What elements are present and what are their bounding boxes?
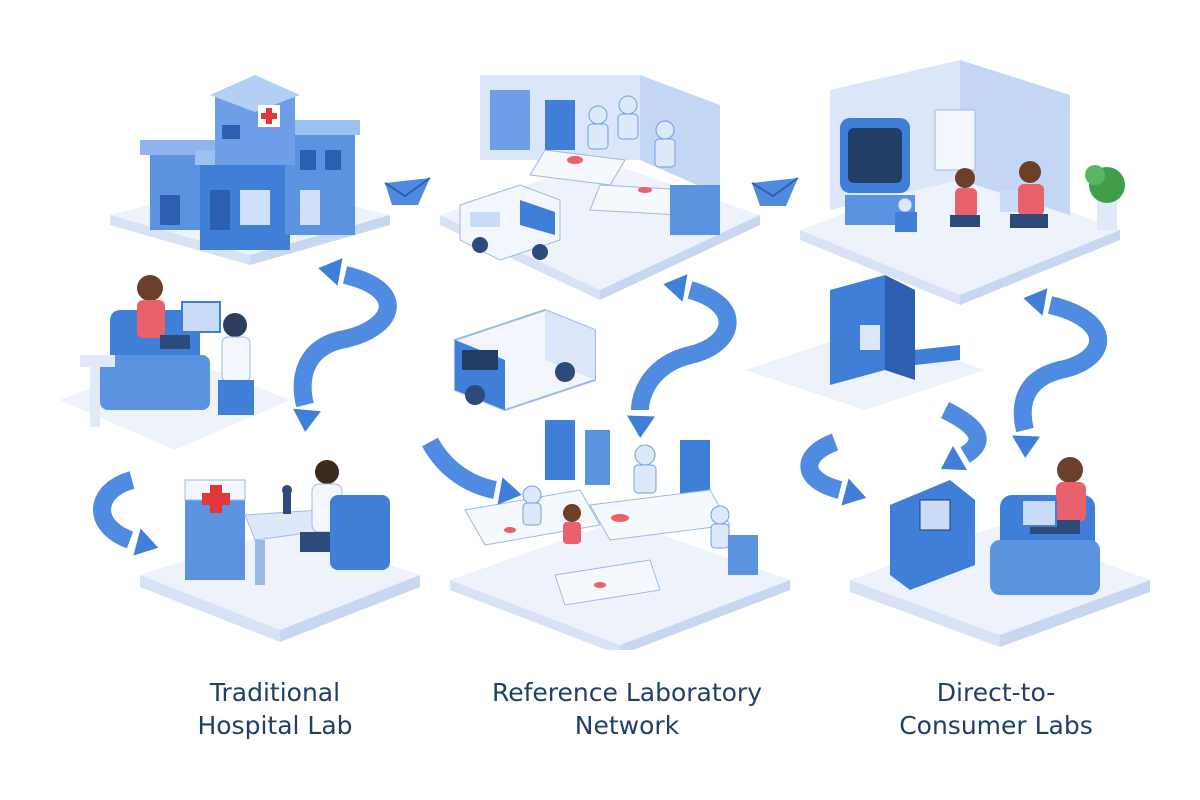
lab-technician-microscope-icon xyxy=(140,460,420,642)
envelope-icon xyxy=(751,177,799,206)
person-with-tablet-icon xyxy=(850,457,1150,647)
curved-flow-arrow-icon xyxy=(800,433,843,499)
curved-flow-arrow-icon xyxy=(940,401,987,463)
automated-lab-robots-icon xyxy=(440,75,760,300)
caption-line: Traditional xyxy=(209,678,341,707)
curved-flow-arrow-icon xyxy=(1013,296,1108,433)
envelope-icon xyxy=(384,177,431,205)
caption-line: Hospital Lab xyxy=(197,711,353,740)
curved-flow-arrow-icon xyxy=(422,437,498,499)
home-testing-room-icon xyxy=(800,60,1125,305)
delivery-van-icon xyxy=(454,308,596,412)
hospital-building-icon xyxy=(110,75,390,265)
caption-line: Consumer Labs xyxy=(899,711,1093,740)
caption-line: Direct-to- xyxy=(936,678,1056,707)
curved-flow-arrow-icon xyxy=(631,281,737,411)
lab-models-illustration xyxy=(60,60,1150,650)
caption-reference-laboratory-network: Reference Laboratory Network xyxy=(447,676,807,742)
sample-kiosk-icon xyxy=(745,275,985,410)
curved-flow-arrow-icon xyxy=(93,471,135,549)
caption-line: Network xyxy=(574,711,680,740)
caption-traditional-hospital-lab: Traditional Hospital Lab xyxy=(95,676,455,742)
caption-line: Reference Laboratory xyxy=(491,678,763,707)
robotic-lab-network-icon xyxy=(450,420,790,650)
caption-direct-to-consumer-labs: Direct-to- Consumer Labs xyxy=(816,676,1176,742)
patient-consultation-icon xyxy=(60,275,290,450)
curved-flow-arrow-icon xyxy=(293,266,397,408)
